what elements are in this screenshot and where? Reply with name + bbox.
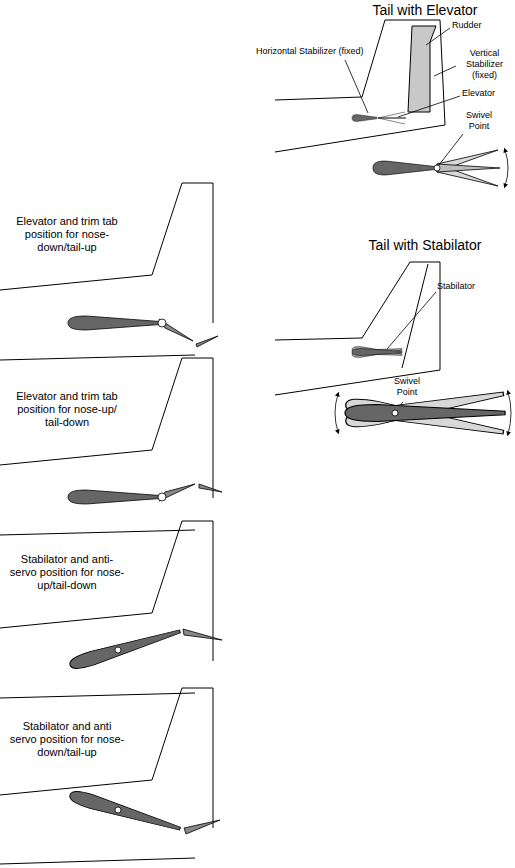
fuselage-line: [0, 355, 195, 360]
tail-elevator-figure: [275, 20, 445, 152]
tail-outline: [0, 358, 213, 535]
elevator-up: [378, 112, 405, 118]
tail-stabilator-figure: [275, 262, 440, 395]
part-name: Swivel Point: [458, 110, 500, 132]
part-name: Elevator: [462, 88, 512, 99]
trim-tab-down: [199, 484, 222, 492]
elevator-down: [159, 319, 193, 341]
tail-outline: [0, 183, 213, 360]
fuselage-line: [0, 693, 195, 698]
small-stabilator: [352, 346, 402, 358]
left-tail-outlines: [0, 183, 213, 864]
elevator-neutral: [378, 118, 406, 119]
fin-outline: [275, 20, 445, 125]
stabilizer-airfoil: [373, 161, 435, 175]
part-name: Swivel Point: [386, 376, 428, 398]
leader-line: [426, 28, 450, 45]
fuselage-line: [275, 125, 445, 152]
swivel-point: [158, 493, 166, 501]
motion-arrow: [508, 392, 511, 434]
leader-line: [398, 96, 460, 117]
stabilator-up: [352, 346, 402, 358]
part-name: Stabilator: [437, 281, 507, 292]
stabilator-airfoil: [68, 625, 182, 672]
position-caption: Elevator and trim tab position for nose-…: [8, 390, 126, 430]
swivel-point: [392, 410, 398, 416]
tail-outline: [0, 521, 213, 698]
elevator-up: [159, 484, 195, 501]
part-name: Rudder: [452, 20, 502, 31]
fin-outline: [0, 183, 213, 323]
panel-heading: Tail with Elevator: [340, 2, 510, 19]
position-caption: Stabilator and anti servo position for n…: [8, 720, 126, 760]
fuselage-line: [0, 858, 195, 864]
anti-servo-tab: [184, 820, 220, 834]
leader-lines: [345, 28, 463, 410]
tail-outline: [0, 688, 213, 864]
part-name: Horizontal Stabilizer (fixed): [256, 46, 364, 57]
fin-outline: [0, 358, 213, 498]
motion-arrow: [335, 394, 338, 432]
stabilator-airfoil: [68, 788, 182, 835]
stabilator-down: [352, 346, 402, 358]
rudder-hinge: [402, 264, 428, 368]
leader-line: [434, 66, 456, 76]
stabilizer-airfoil: [68, 316, 160, 330]
leader-line: [387, 292, 436, 349]
swivel-point: [115, 807, 121, 813]
fin-outline: [275, 262, 440, 370]
small-elevator: [352, 112, 406, 124]
stabilator-neutral: [345, 405, 505, 422]
fin-outline: [0, 521, 213, 661]
stabilator-neutral: [352, 349, 402, 356]
trim-tab-up: [196, 336, 218, 347]
elevator-neutral: [437, 164, 500, 172]
stabilizer-airfoil: [68, 490, 160, 504]
elevator-down: [378, 118, 405, 124]
swivel-point: [434, 165, 440, 171]
part-name: Vertical Stabilizer (fixed): [457, 48, 512, 80]
position-caption: Elevator and trim tab position for nose-…: [8, 215, 126, 255]
large-stabilator: [335, 386, 511, 441]
leader-line: [439, 134, 463, 165]
fuselage-line: [0, 530, 195, 535]
position-caption: Stabilator and anti-servo position for n…: [8, 553, 126, 593]
swivel-point: [115, 647, 121, 653]
panel-heading: Tail with Stabilator: [340, 237, 510, 254]
rudder-shape: [408, 26, 436, 112]
anti-servo-tab: [183, 629, 222, 640]
stabilator-up: [344, 386, 504, 430]
horizontal-stabilizer: [352, 115, 377, 122]
swivel-point: [158, 319, 166, 327]
leader-line: [345, 60, 368, 113]
motion-arrow: [505, 150, 508, 186]
large-elevator: [373, 150, 508, 186]
